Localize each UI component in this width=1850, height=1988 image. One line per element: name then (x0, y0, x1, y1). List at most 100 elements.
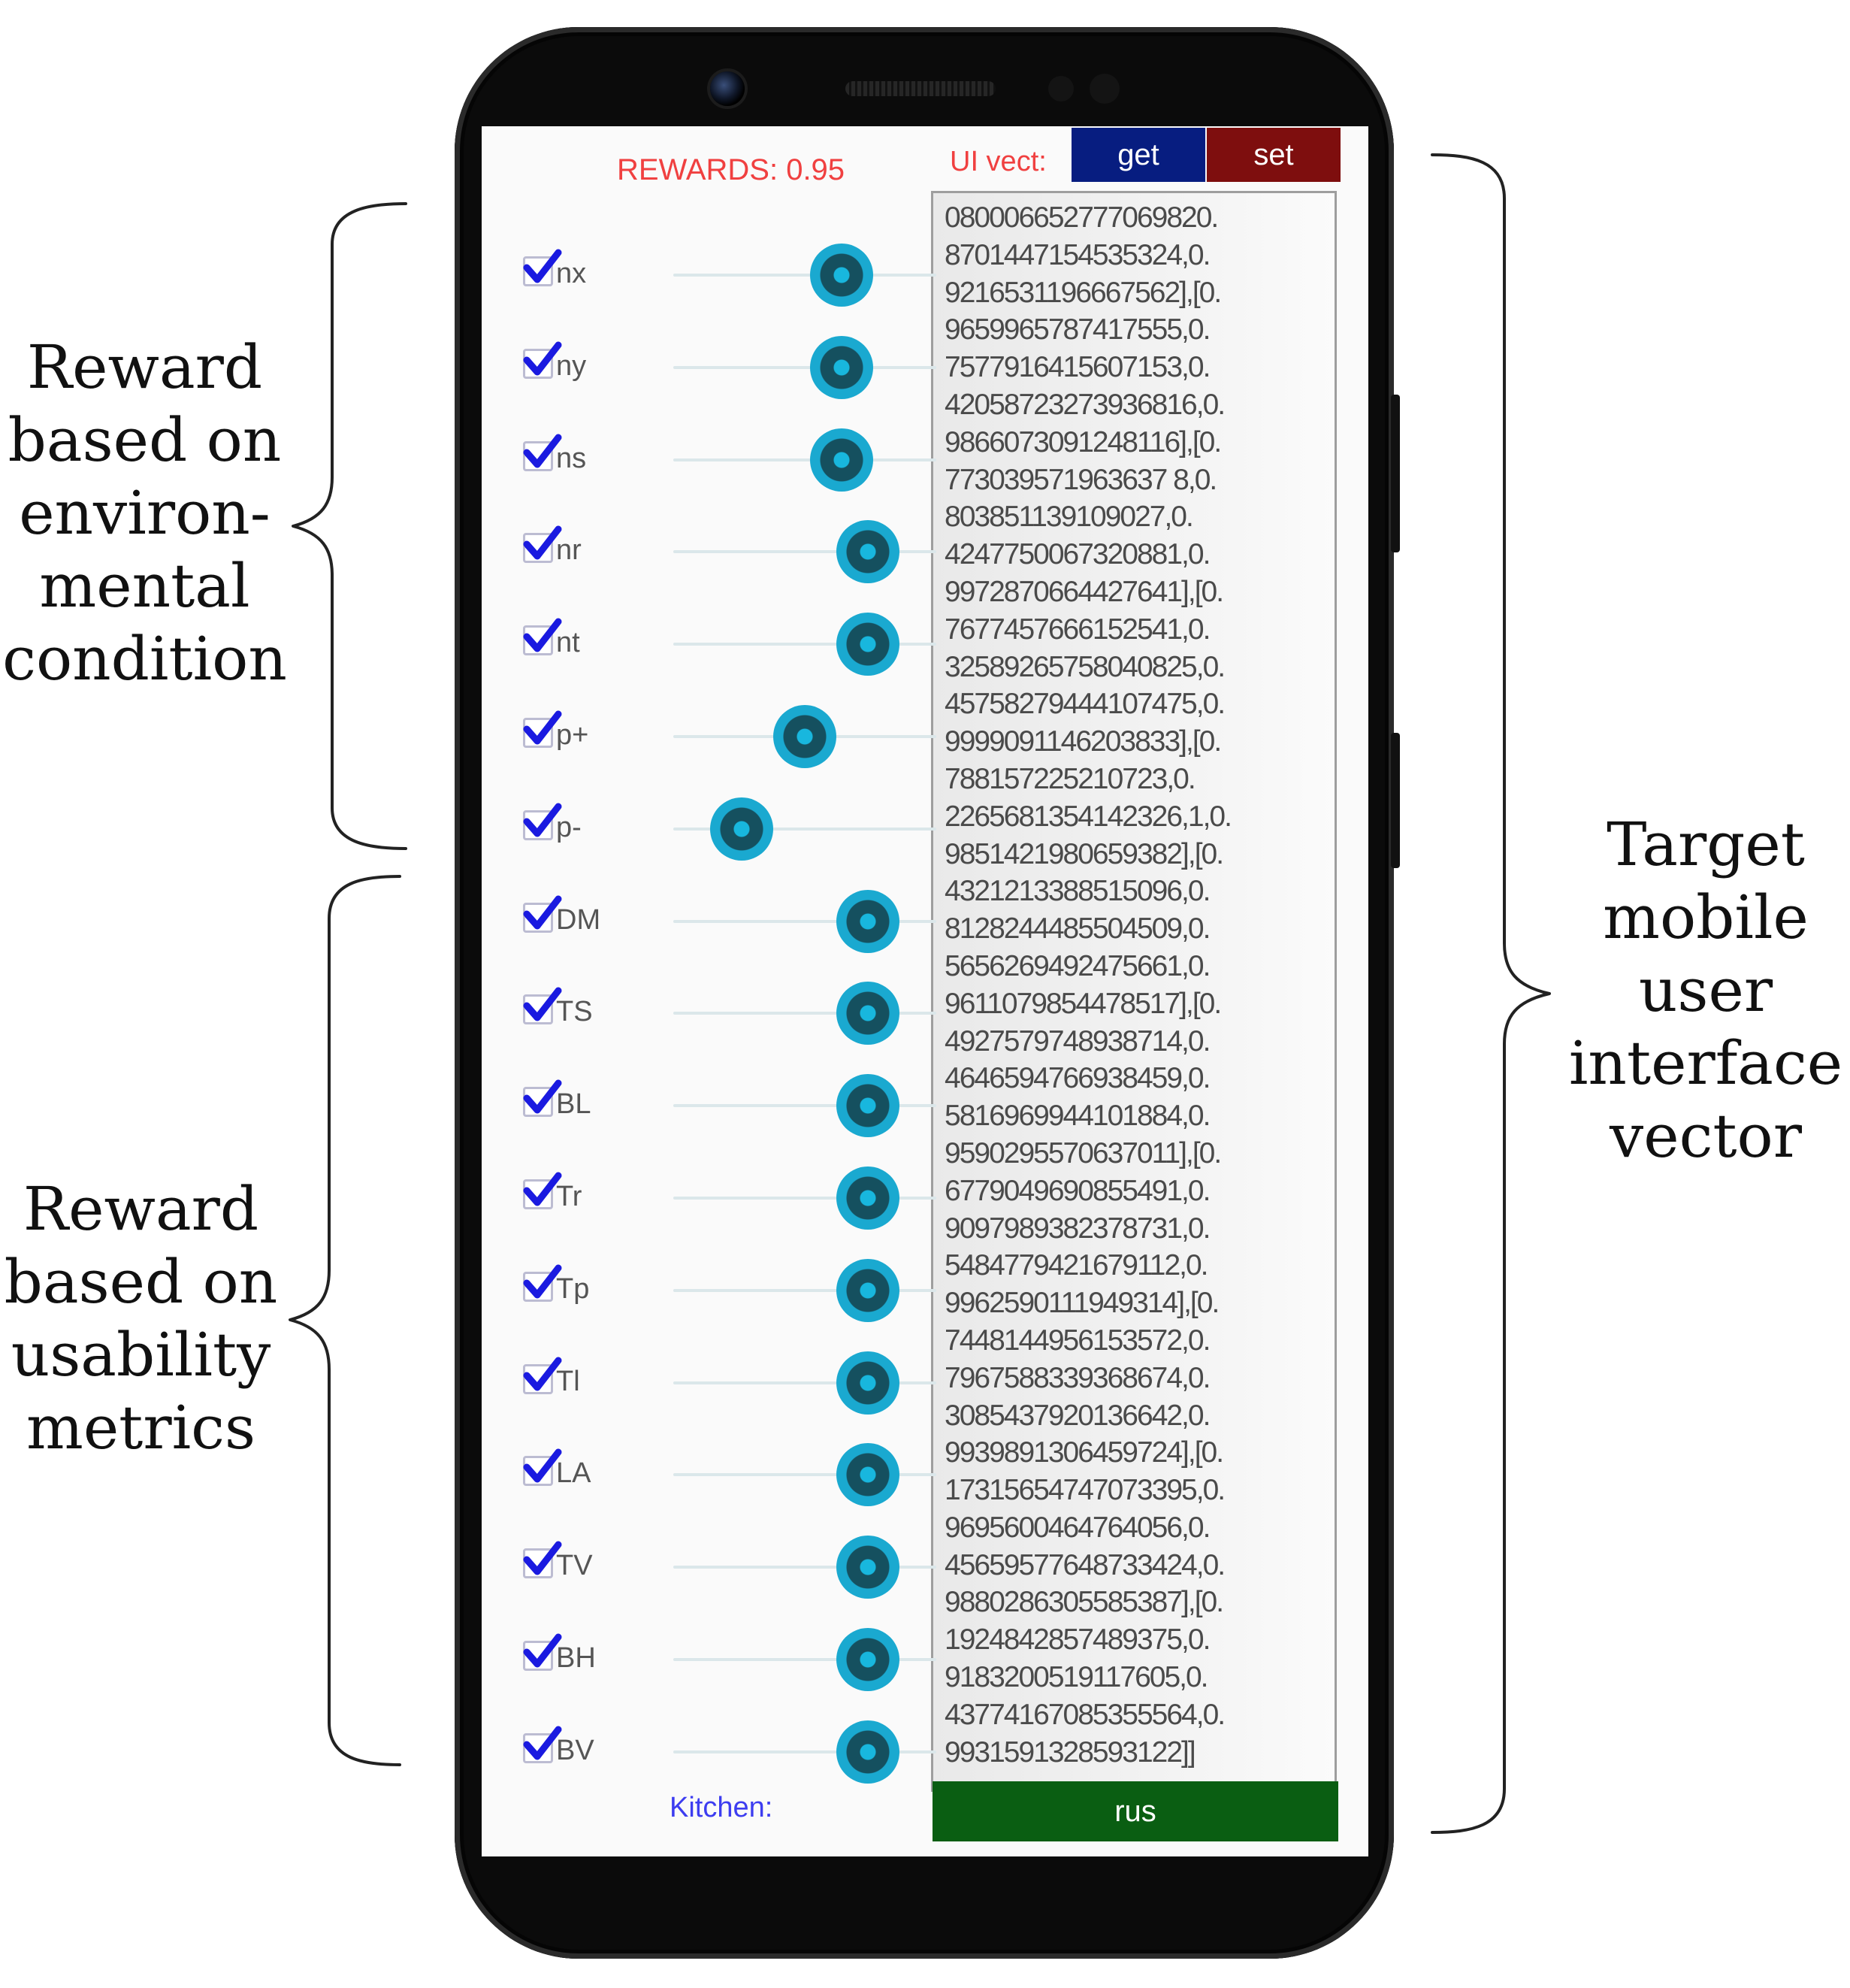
checkbox[interactable] (523, 1264, 562, 1302)
slider-track[interactable] (673, 244, 936, 307)
checkbox[interactable] (523, 895, 562, 933)
env-reward-annotation: Reward based on environ- mental conditio… (2, 332, 287, 694)
slider-thumb[interactable] (836, 982, 899, 1045)
slider-thumb[interactable] (836, 1628, 899, 1691)
slider-thumb[interactable] (836, 1258, 899, 1322)
slider-track[interactable] (673, 1258, 936, 1322)
slider-row: p- (523, 797, 936, 861)
slider-track[interactable] (673, 1351, 936, 1415)
slider-label: ns (556, 442, 587, 474)
checkbox[interactable] (523, 618, 562, 656)
checkbox[interactable] (523, 525, 562, 564)
check-icon (523, 987, 562, 1021)
slider-row: DM (523, 889, 936, 953)
checkbox[interactable] (523, 341, 562, 379)
slider-row: Tr (523, 1166, 936, 1230)
checkbox[interactable] (523, 1357, 562, 1394)
slider-thumb[interactable] (836, 889, 899, 953)
slider-label: ny (556, 349, 587, 382)
check-icon (523, 525, 562, 560)
kitchen-label: Kitchen: (670, 1792, 773, 1823)
slider-thumb[interactable] (773, 705, 836, 768)
slider-label: nx (556, 258, 587, 289)
slider-thumb[interactable] (836, 1166, 899, 1230)
slider-thumb[interactable] (810, 335, 873, 399)
slider-row: nt (523, 613, 936, 676)
check-icon (523, 1357, 562, 1391)
slider-track[interactable] (673, 428, 936, 492)
slider-track[interactable] (673, 1720, 936, 1784)
checkbox[interactable] (523, 803, 562, 840)
slider-label: TS (556, 996, 593, 1028)
checkbox[interactable] (523, 1448, 562, 1487)
slider-track[interactable] (673, 889, 936, 953)
slider-thumb[interactable] (710, 797, 773, 861)
power-button (1391, 395, 1400, 552)
usability-reward-brace (289, 875, 401, 1766)
slider-track[interactable] (673, 335, 936, 399)
slider-track[interactable] (673, 1628, 936, 1691)
slider-label: BV (556, 1734, 594, 1766)
slider-row: Tp (523, 1258, 936, 1322)
get-button[interactable]: get (1072, 128, 1205, 182)
check-icon (523, 618, 562, 652)
checkbox[interactable] (523, 1079, 562, 1118)
slider-track[interactable] (673, 613, 936, 676)
slider-thumb[interactable] (836, 520, 899, 584)
check-icon (523, 1541, 562, 1575)
slider-track[interactable] (673, 520, 936, 584)
volume-button (1391, 733, 1400, 868)
slider-label: p+ (556, 719, 589, 751)
run-button[interactable]: rus (933, 1781, 1338, 1841)
slider-thumb[interactable] (836, 1074, 899, 1138)
check-icon (523, 1633, 562, 1668)
checkbox[interactable] (523, 1172, 562, 1209)
check-icon (523, 434, 562, 468)
rewards-label: REWARDS: 0.95 (617, 153, 845, 186)
app-screen: REWARDS: 0.95 UI vect: get set 080006652… (482, 126, 1368, 1856)
slider-thumb[interactable] (836, 1720, 899, 1784)
checkbox[interactable] (523, 1633, 562, 1671)
checkbox[interactable] (523, 987, 562, 1025)
slider-thumb[interactable] (836, 613, 899, 676)
slider-track[interactable] (673, 1443, 936, 1507)
slider-track[interactable] (673, 1166, 936, 1230)
slider-thumb[interactable] (836, 1351, 899, 1415)
set-button[interactable]: set (1207, 128, 1341, 182)
slider-track[interactable] (673, 982, 936, 1045)
proximity-sensor (1048, 76, 1074, 101)
checkbox[interactable] (523, 710, 562, 748)
slider-thumb[interactable] (836, 1536, 899, 1599)
slider-track[interactable] (673, 1074, 936, 1138)
slider-thumb[interactable] (810, 244, 873, 307)
checkbox[interactable] (523, 1726, 562, 1763)
slider-thumb[interactable] (836, 1443, 899, 1507)
checkbox[interactable] (523, 249, 562, 286)
light-sensor (1090, 74, 1120, 104)
checkbox[interactable] (523, 1541, 562, 1579)
slider-label: Tl (556, 1365, 580, 1397)
check-icon (523, 1172, 562, 1206)
check-icon (523, 1079, 562, 1114)
slider-track[interactable] (673, 797, 936, 861)
slider-row: nr (523, 520, 936, 584)
slider-row: ns (523, 428, 936, 492)
ui-vector-textarea[interactable]: 080006652777069820. 8701447154535324,0. … (931, 191, 1337, 1792)
slider-label: Tp (556, 1272, 590, 1305)
slider-thumb[interactable] (810, 428, 873, 492)
slider-track[interactable] (673, 1536, 936, 1599)
slider-label: nt (556, 627, 580, 659)
front-camera (710, 71, 745, 106)
slider-label: BL (556, 1088, 591, 1121)
env-reward-brace (292, 202, 407, 850)
checkbox[interactable] (523, 434, 562, 471)
slider-row: TS (523, 982, 936, 1045)
check-icon (523, 895, 562, 930)
slider-row: BV (523, 1720, 936, 1784)
check-icon (523, 1264, 562, 1299)
check-icon (523, 710, 562, 745)
slider-row: BH (523, 1628, 936, 1691)
earpiece-speaker (845, 81, 996, 96)
slider-track[interactable] (673, 705, 936, 768)
ui-vector-text: 080006652777069820. 8701447154535324,0. … (945, 201, 1232, 1769)
